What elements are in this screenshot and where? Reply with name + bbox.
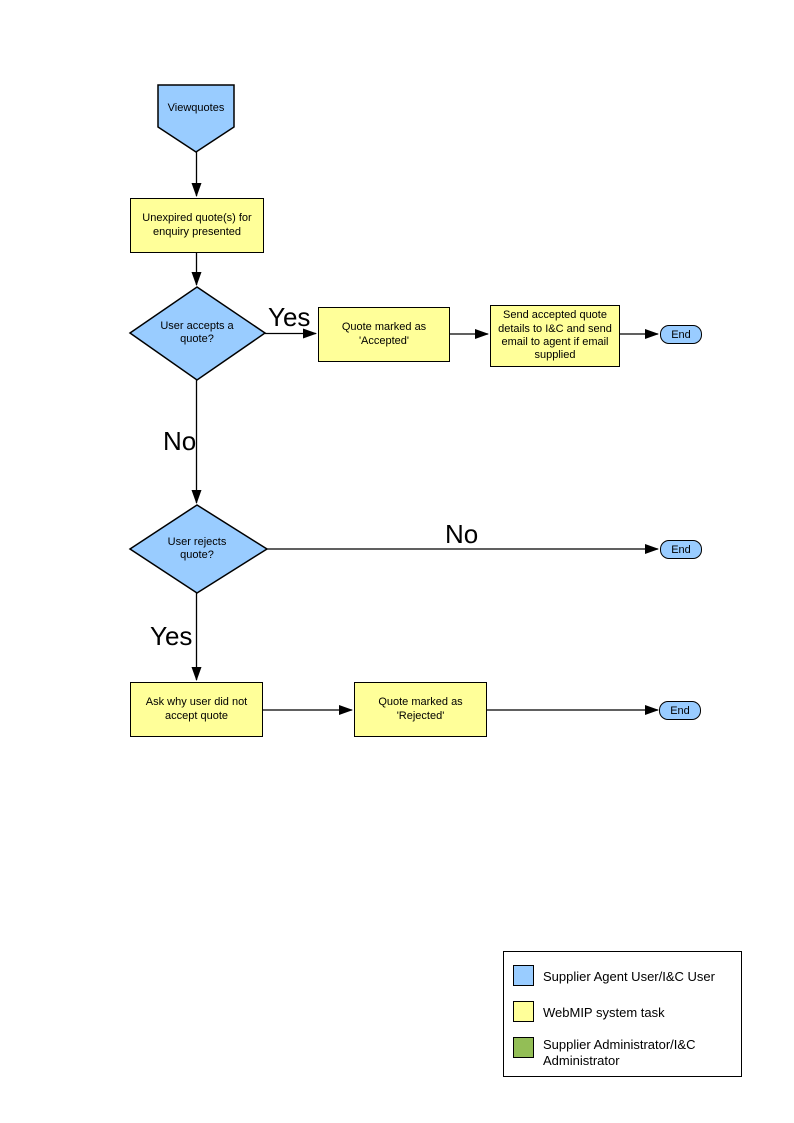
legend-label: Supplier Administrator/I&C Administrator (543, 1037, 696, 1069)
end-terminator-accepted: End (660, 325, 702, 344)
edge-label-accept-yes: Yes (268, 302, 311, 332)
task-send-accepted-details: Send accepted quote details to I&C and s… (490, 305, 620, 367)
legend-swatch-blue (513, 965, 534, 986)
legend-item-supplier-agent: Supplier Agent User/I&C User (513, 965, 733, 986)
task-unexpired-quotes: Unexpired quote(s) for enquiry presented (130, 198, 264, 253)
decision-user-rejects-label: User rejects quote? (167, 535, 227, 561)
edge-label-reject-no: No (445, 519, 479, 549)
legend-label: Supplier Agent User/I&C User (543, 969, 715, 984)
legend-swatch-green (513, 1037, 534, 1058)
end-terminator-rejected: End (659, 701, 701, 720)
edge-label-reject-yes: Yes (150, 621, 193, 651)
edge-label-accept-no: No (163, 426, 197, 456)
legend: Supplier Agent User/I&C User WebMIP syst… (503, 951, 742, 1077)
task-quote-marked-accepted: Quote marked as 'Accepted' (318, 307, 450, 362)
start-terminator-shape (157, 84, 235, 153)
start-terminator-label: Viewquotes (167, 102, 225, 115)
legend-swatch-yellow (513, 1001, 534, 1022)
end-terminator-not-rejected: End (660, 540, 702, 559)
task-ask-why-not-accept: Ask why user did not accept quote (130, 682, 263, 737)
task-quote-marked-rejected: Quote marked as 'Rejected' (354, 682, 487, 737)
legend-item-supplier-admin: Supplier Administrator/I&C Administrator (513, 1037, 733, 1070)
decision-user-accepts-label: User accepts a quote? (160, 319, 234, 345)
legend-item-webmip-task: WebMIP system task (513, 1001, 733, 1022)
legend-label: WebMIP system task (543, 1005, 665, 1020)
